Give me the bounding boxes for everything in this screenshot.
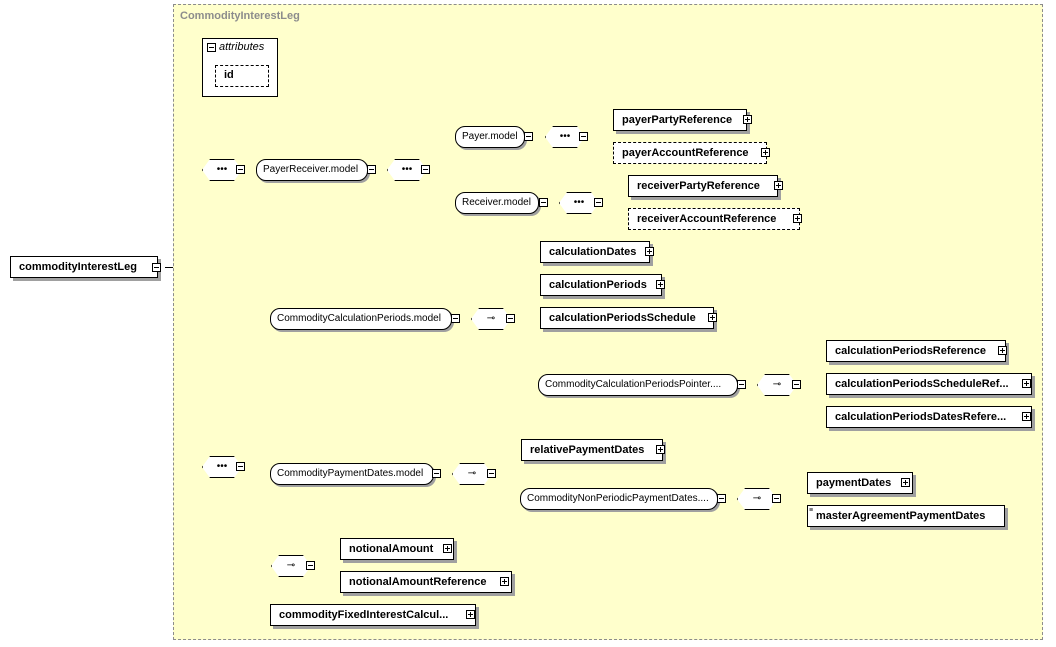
expand-icon[interactable] xyxy=(708,313,717,322)
choice-compositor-icon[interactable]: ⊸ xyxy=(271,555,311,577)
expand-icon[interactable] xyxy=(645,247,654,256)
collapse-toggle-icon[interactable] xyxy=(579,132,588,141)
collapse-toggle-icon[interactable] xyxy=(539,198,548,207)
element-payer-account-reference[interactable]: payerAccountReference xyxy=(613,142,767,164)
collapse-toggle-icon[interactable] xyxy=(236,165,245,174)
group-commodity-payment-dates-model[interactable]: CommodityPaymentDates.model xyxy=(270,463,434,485)
expand-icon[interactable] xyxy=(1022,379,1031,388)
element-receiver-party-reference[interactable]: receiverPartyReference xyxy=(628,175,778,197)
element-calculation-periods-reference[interactable]: calculationPeriodsReference xyxy=(826,340,1006,362)
element-receiver-account-reference[interactable]: receiverAccountReference xyxy=(628,208,800,230)
expand-icon[interactable] xyxy=(466,610,475,619)
collapse-toggle-icon[interactable] xyxy=(506,314,515,323)
group-receiver-model[interactable]: Receiver.model xyxy=(455,192,539,214)
collapse-toggle-icon[interactable] xyxy=(792,380,801,389)
element-calculation-periods[interactable]: calculationPeriods xyxy=(540,274,662,296)
attributes-header: attributes xyxy=(219,41,265,53)
collapse-toggle-icon[interactable] xyxy=(207,43,216,52)
element-calculation-periods-schedule[interactable]: calculationPeriodsSchedule xyxy=(540,307,714,329)
sequence-compositor-icon[interactable]: ••• xyxy=(387,159,427,181)
root-element-commodity-interest-leg[interactable]: commodityInterestLeg xyxy=(10,256,158,278)
collapse-toggle-icon[interactable] xyxy=(717,494,726,503)
collapse-toggle-icon[interactable] xyxy=(772,494,781,503)
expand-icon[interactable] xyxy=(743,115,752,124)
expand-icon[interactable] xyxy=(774,181,783,190)
expand-icon[interactable] xyxy=(761,148,770,157)
choice-compositor-icon[interactable]: ⊸ xyxy=(452,463,492,485)
collapse-toggle-icon[interactable] xyxy=(421,165,430,174)
attribute-id[interactable]: id xyxy=(215,65,269,87)
expand-icon[interactable] xyxy=(500,577,509,586)
element-master-agreement-payment-dates[interactable]: ≡masterAgreementPaymentDates xyxy=(807,505,1005,527)
collapse-toggle-icon[interactable] xyxy=(306,561,315,570)
group-commodity-calculation-periods-model[interactable]: CommodityCalculationPeriods.model xyxy=(270,308,452,330)
element-calculation-periods-schedule-reference[interactable]: calculationPeriodsScheduleRef... xyxy=(826,373,1032,395)
collapse-toggle-icon[interactable] xyxy=(524,132,533,141)
collapse-toggle-icon[interactable] xyxy=(432,469,441,478)
collapse-toggle-icon[interactable] xyxy=(451,314,460,323)
simple-type-icon: ≡ xyxy=(809,507,814,514)
expand-icon[interactable] xyxy=(443,544,452,553)
element-payer-party-reference[interactable]: payerPartyReference xyxy=(613,109,747,131)
group-commodity-calculation-periods-pointer[interactable]: CommodityCalculationPeriodsPointer.... xyxy=(538,374,738,396)
collapse-toggle-icon[interactable] xyxy=(594,198,603,207)
element-calculation-dates[interactable]: calculationDates xyxy=(540,241,650,263)
collapse-toggle-icon[interactable] xyxy=(152,263,161,272)
choice-compositor-icon[interactable]: ⊸ xyxy=(471,308,511,330)
expand-icon[interactable] xyxy=(901,478,910,487)
expand-icon[interactable] xyxy=(656,280,665,289)
sequence-compositor-icon[interactable]: ••• xyxy=(545,126,585,148)
element-payment-dates[interactable]: paymentDates xyxy=(807,472,913,494)
choice-compositor-icon[interactable]: ⊸ xyxy=(737,488,777,510)
group-payer-model[interactable]: Payer.model xyxy=(455,126,525,148)
expand-icon[interactable] xyxy=(1022,412,1031,421)
expand-icon[interactable] xyxy=(998,346,1007,355)
element-commodity-fixed-interest-calculation[interactable]: commodityFixedInterestCalcul... xyxy=(270,604,476,626)
element-notional-amount-reference[interactable]: notionalAmountReference xyxy=(340,571,512,593)
collapse-toggle-icon[interactable] xyxy=(737,380,746,389)
expand-icon[interactable] xyxy=(793,214,802,223)
group-payer-receiver-model[interactable]: PayerReceiver.model xyxy=(256,159,368,181)
collapse-toggle-icon[interactable] xyxy=(487,469,496,478)
element-notional-amount[interactable]: notionalAmount xyxy=(340,538,454,560)
expand-icon[interactable] xyxy=(656,445,665,454)
attributes-box: attributes id xyxy=(202,38,278,97)
choice-compositor-icon[interactable]: ⊸ xyxy=(757,374,797,396)
group-commodity-non-periodic-payment-dates[interactable]: CommodityNonPeriodicPaymentDates.... xyxy=(520,488,718,510)
frame-title: CommodityInterestLeg xyxy=(180,10,300,22)
sequence-compositor-icon[interactable]: ••• xyxy=(559,192,599,214)
collapse-toggle-icon[interactable] xyxy=(367,165,376,174)
element-relative-payment-dates[interactable]: relativePaymentDates xyxy=(521,439,663,461)
collapse-toggle-icon[interactable] xyxy=(236,462,245,471)
element-calculation-periods-dates-reference[interactable]: calculationPeriodsDatesRefere... xyxy=(826,406,1032,428)
